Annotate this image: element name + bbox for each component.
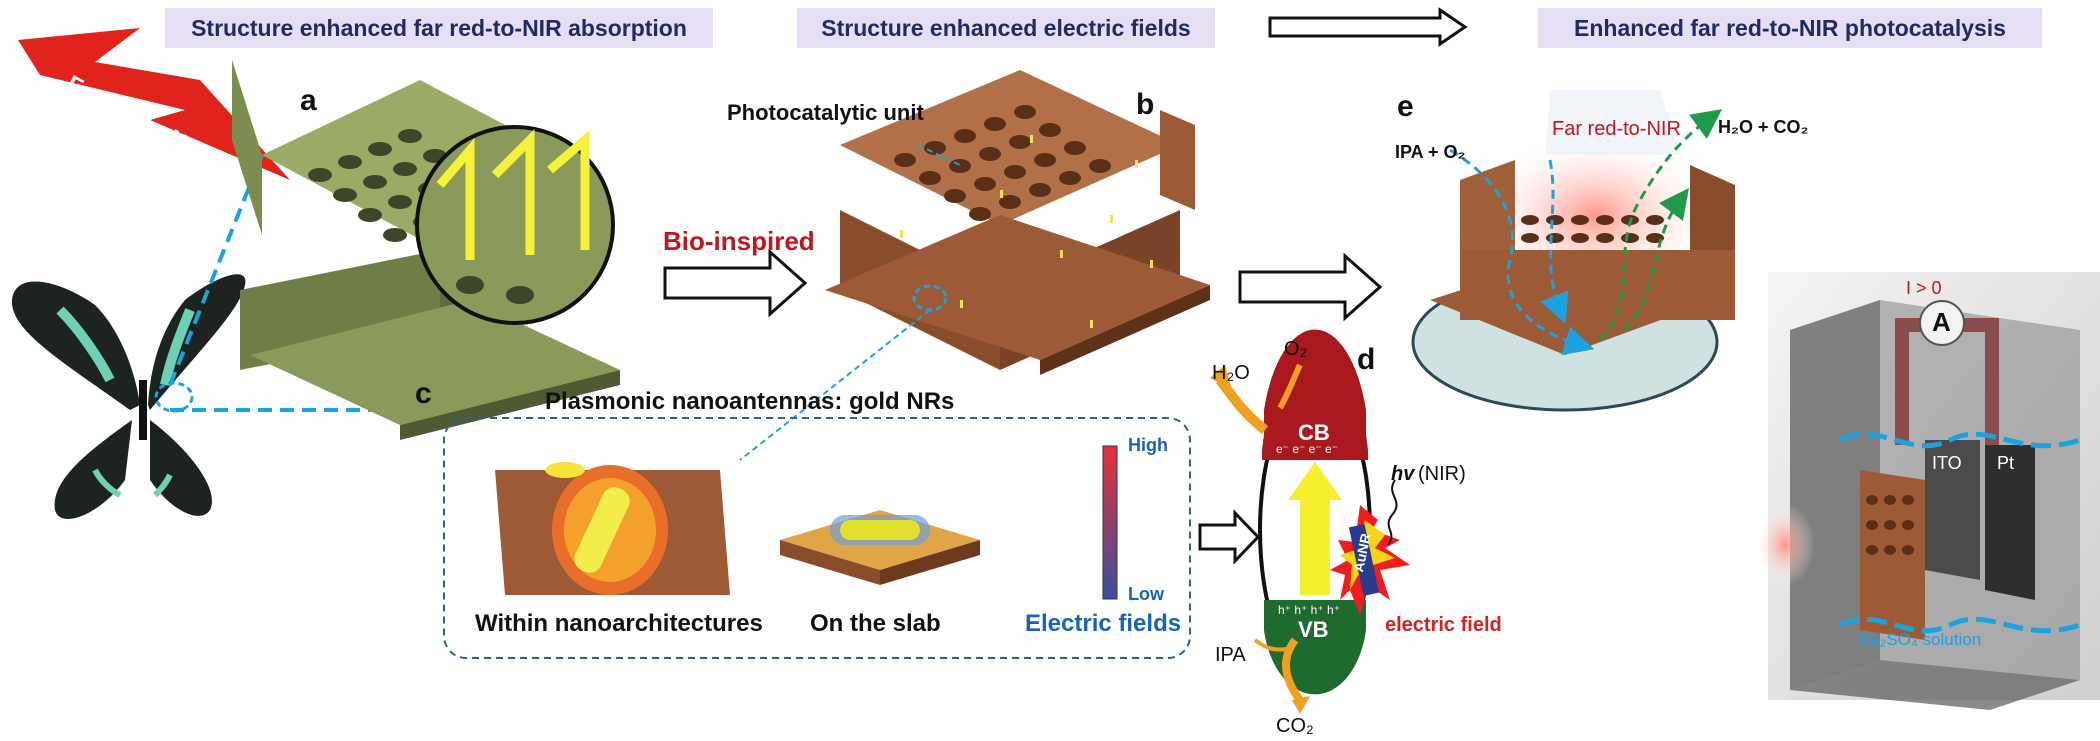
nanoantenna-pointer xyxy=(739,309,931,461)
far-red-nir-e-label: Far red-to-NIR xyxy=(1552,118,1681,140)
co2-label: CO₂ xyxy=(1276,715,1314,737)
band-diagram xyxy=(1210,329,1410,714)
photocatalysis-setup xyxy=(1411,90,1735,412)
ipa-o2-label: IPA + O₂ xyxy=(1395,142,1466,162)
ammeter-label: A xyxy=(1932,307,1951,337)
header-photocatalysis: Enhanced far red-to-NIR photocatalysis xyxy=(1538,8,2042,48)
red-light-bolt xyxy=(18,28,290,180)
h2o-co2-label: H₂O + CO₂ xyxy=(1718,117,1809,137)
electric-field-label: electric field xyxy=(1385,614,1502,636)
nir-label: (NIR) xyxy=(1418,463,1466,485)
arrow-header xyxy=(1268,7,1468,47)
green-nanoarchitecture xyxy=(232,60,620,440)
panel-d-label: d xyxy=(1357,343,1376,376)
zoom-line-top xyxy=(168,154,264,386)
panel-a-label: a xyxy=(300,84,317,117)
bio-inspired-label: Bio-inspired xyxy=(663,226,815,256)
field-colorbar xyxy=(1102,445,1118,600)
header-fields: Structure enhanced electric fields xyxy=(797,8,1215,48)
on-slab-label: On the slab xyxy=(810,610,941,637)
ito-label: ITO xyxy=(1932,453,1962,473)
ipa-label: IPA xyxy=(1215,644,1246,666)
pt-label: Pt xyxy=(1997,453,2015,473)
within-nanoarchitecture-illustration xyxy=(495,462,730,595)
panel-b-label: b xyxy=(1136,88,1155,121)
cb-label: CB xyxy=(1298,420,1330,445)
electrons-label: e⁻ e⁻ e⁻ e⁻ xyxy=(1276,442,1339,456)
solution-label: Na₂SO₄ solution xyxy=(1858,630,1982,649)
on-slab-illustration xyxy=(780,510,980,585)
panel-e-label: e xyxy=(1397,90,1414,123)
vb-label: VB xyxy=(1298,617,1329,642)
brown-nanoarchitecture xyxy=(825,70,1210,375)
holes-label: h⁺ h⁺ h⁺ h⁺ xyxy=(1278,603,1341,617)
arrow-c-to-d xyxy=(1198,509,1261,565)
current-label: I > 0 xyxy=(1906,278,1942,298)
electrochemical-cell xyxy=(1755,272,2100,710)
high-label: High xyxy=(1128,435,1168,455)
header-absorption: Structure enhanced far red-to-NIR absorp… xyxy=(165,8,713,48)
hv-label: hv xyxy=(1391,463,1415,485)
panel-c-label: c xyxy=(415,377,432,410)
electric-fields-label: Electric fields xyxy=(1025,610,1182,637)
h2o-label: H₂O xyxy=(1212,362,1250,384)
low-label: Low xyxy=(1128,584,1164,604)
panel-c-frame xyxy=(443,417,1191,659)
arrow-a-to-b xyxy=(663,248,808,318)
within-label: Within nanoarchitectures xyxy=(475,610,763,637)
photocatalytic-unit-label: Photocatalytic unit xyxy=(727,100,924,125)
o2-label: O₂ xyxy=(1284,338,1308,360)
butterfly-icon xyxy=(11,274,246,519)
arrow-b-to-e xyxy=(1238,252,1383,322)
nanoantennas-label: Plasmonic nanoantennas: gold NRs xyxy=(545,388,955,415)
unit-pointer xyxy=(917,144,961,166)
